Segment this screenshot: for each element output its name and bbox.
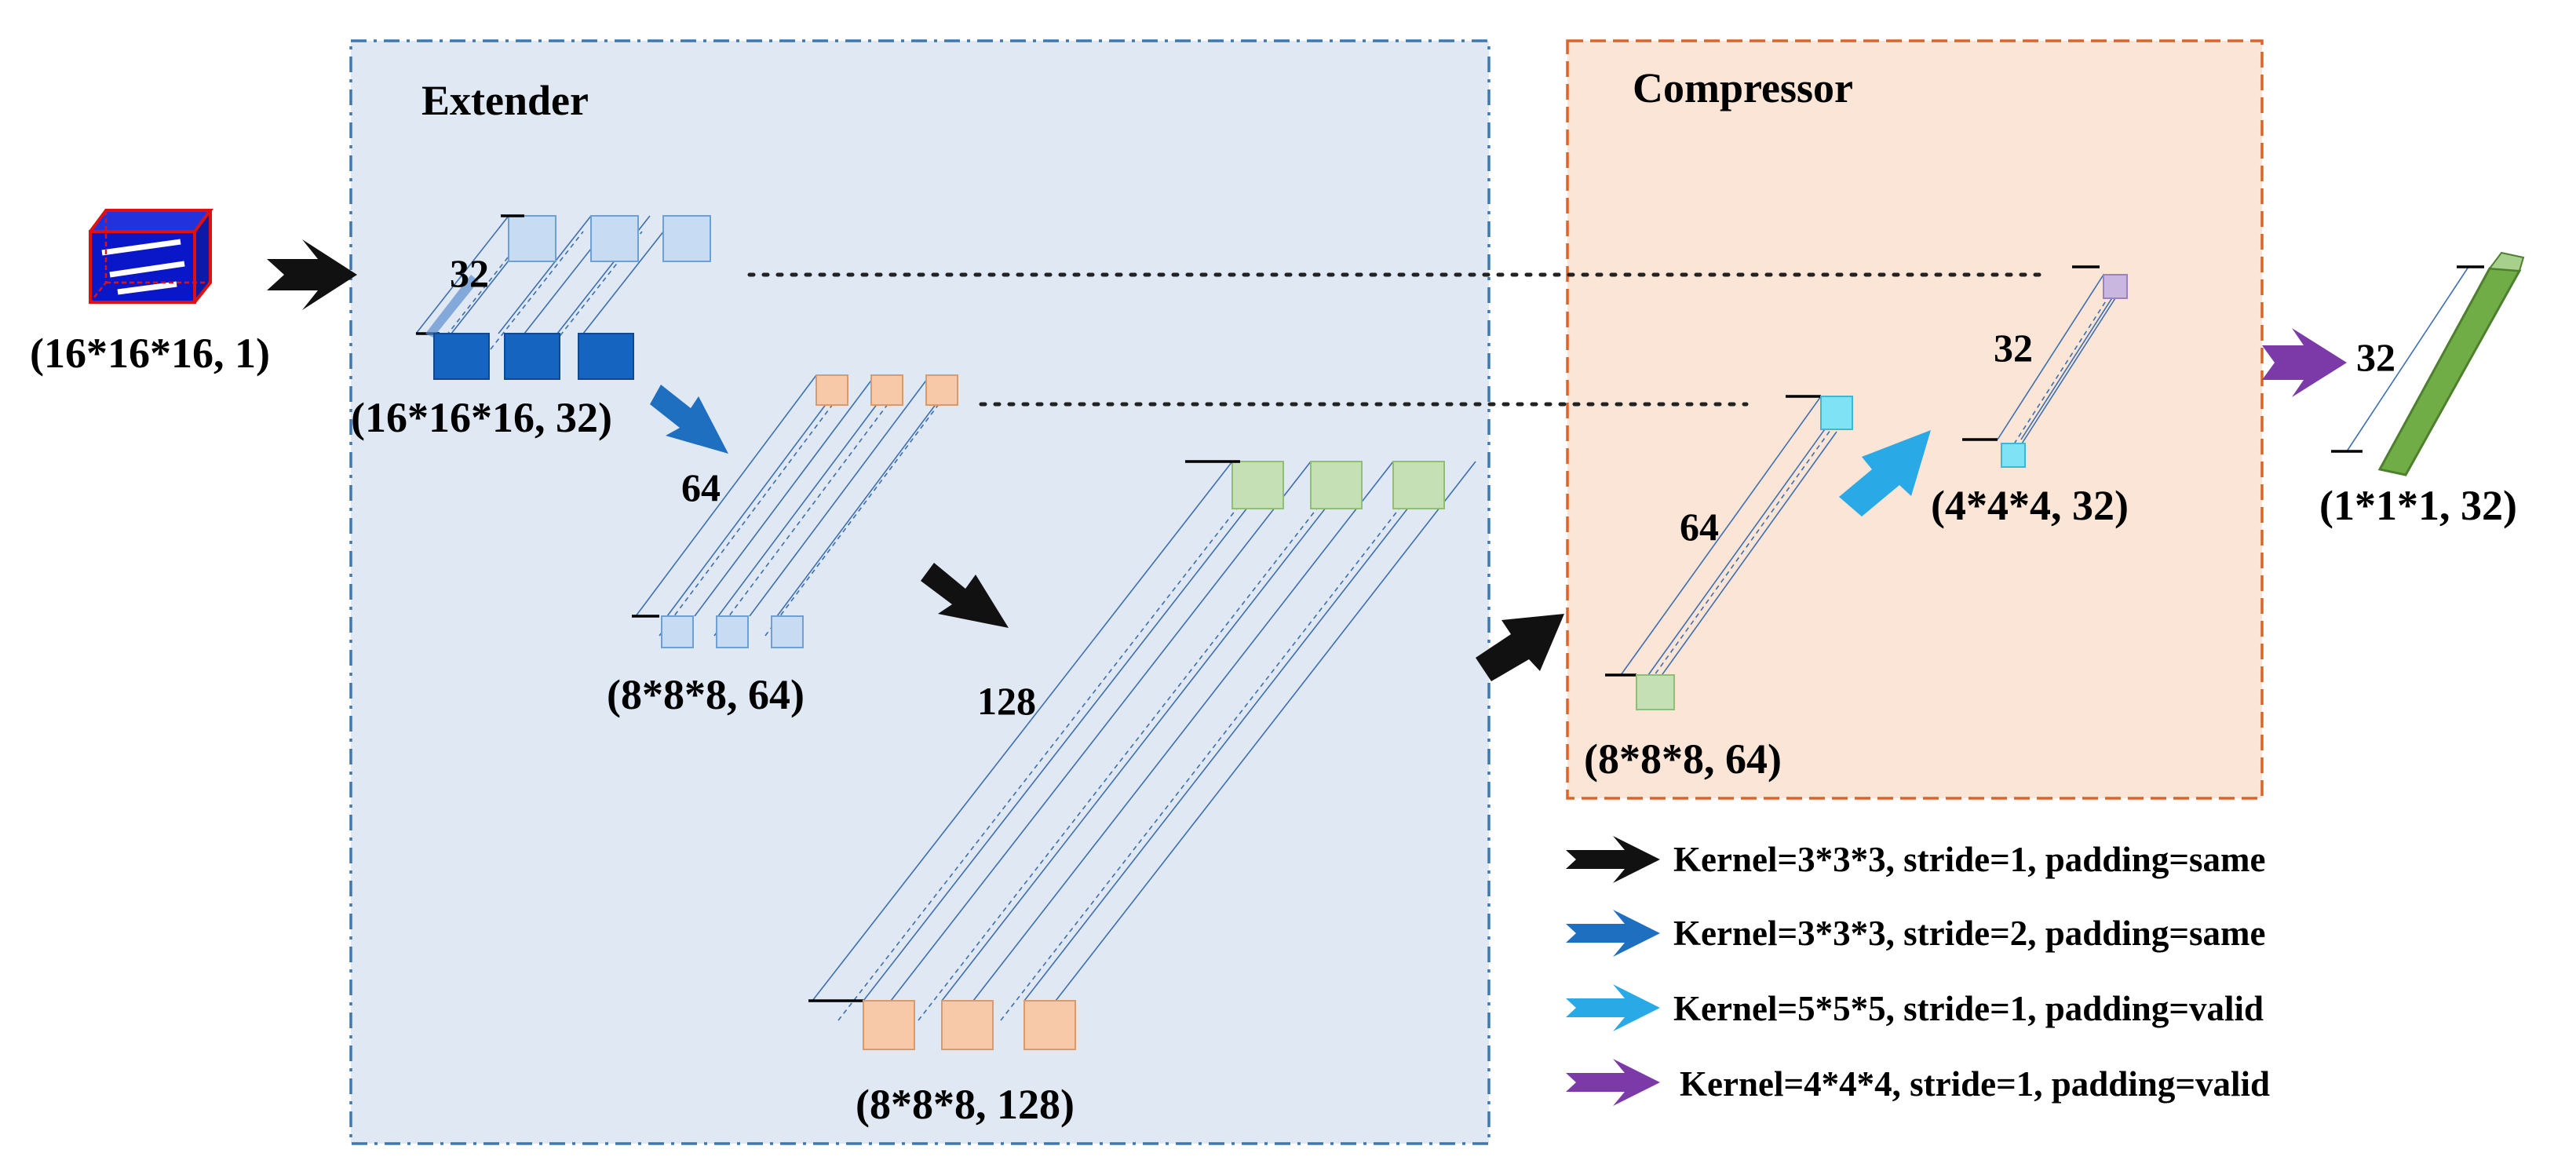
legend-arrow-k3s2 bbox=[1566, 910, 1660, 957]
legend-label-k3s2: Kernel=3*3*3, stride=2, padding=same bbox=[1673, 914, 2265, 953]
comp2-tensor bbox=[1962, 265, 2128, 468]
ext2-tensor bbox=[632, 374, 958, 648]
output-vector bbox=[2331, 251, 2525, 476]
extender-panel bbox=[349, 39, 1491, 1145]
extender-title: Extender bbox=[421, 77, 589, 124]
ext1-tensor bbox=[415, 214, 711, 380]
comp1-tensor bbox=[1605, 395, 1853, 711]
legend-arrow-k4s1 bbox=[1566, 1059, 1660, 1106]
arrow-ext3-to-comp1 bbox=[1476, 614, 1564, 681]
legend-arrow-k5s1 bbox=[1566, 984, 1660, 1031]
output-channel-label: 32 bbox=[2356, 335, 2395, 379]
ext1-face-1 bbox=[433, 333, 490, 380]
legend-arrow-k3s1 bbox=[1566, 836, 1660, 883]
compressor-panel bbox=[1566, 39, 2264, 800]
legend-label-k3s1: Kernel=3*3*3, stride=1, padding=same bbox=[1673, 840, 2265, 879]
output-shape-label: (1*1*1, 32) bbox=[2319, 482, 2517, 529]
comp1-shape-label: (8*8*8, 64) bbox=[1584, 735, 1782, 783]
compressor-title: Compressor bbox=[1633, 64, 1853, 111]
ext3-tensor bbox=[808, 460, 1476, 1050]
input-cube bbox=[89, 209, 213, 304]
ext3-shape-label: (8*8*8, 128) bbox=[856, 1081, 1075, 1128]
ext2-shape-label: (8*8*8, 64) bbox=[607, 671, 805, 718]
arrow-input-to-ext1 bbox=[267, 239, 357, 310]
arrow-ext1-to-ext2 bbox=[650, 385, 728, 454]
ext2-channel-label: 64 bbox=[681, 465, 721, 509]
ext1-channel-label: 32 bbox=[450, 251, 489, 295]
legend: Kernel=3*3*3, stride=1, padding=same Ker… bbox=[1566, 836, 2270, 1106]
arrow-comp2-to-output bbox=[2262, 328, 2347, 397]
legend-label-k5s1: Kernel=5*5*5, stride=1, padding=valid bbox=[1673, 989, 2264, 1028]
ext3-channel-label: 128 bbox=[977, 679, 1036, 723]
input-shape-label: (16*16*16, 1) bbox=[30, 330, 270, 377]
comp1-channel-label: 64 bbox=[1680, 505, 1719, 549]
arrow-ext2-to-ext3 bbox=[921, 563, 1009, 628]
comp2-channel-label: 32 bbox=[1994, 326, 2033, 370]
legend-label-k4s1: Kernel=4*4*4, stride=1, padding=valid bbox=[1680, 1064, 2270, 1104]
ext1-face-2 bbox=[504, 333, 560, 380]
ext1-shape-label: (16*16*16, 32) bbox=[351, 394, 612, 441]
comp2-shape-label: (4*4*4, 32) bbox=[1931, 482, 2129, 529]
ext1-face-3 bbox=[578, 333, 634, 380]
arrow-comp1-to-comp2 bbox=[1839, 430, 1931, 516]
